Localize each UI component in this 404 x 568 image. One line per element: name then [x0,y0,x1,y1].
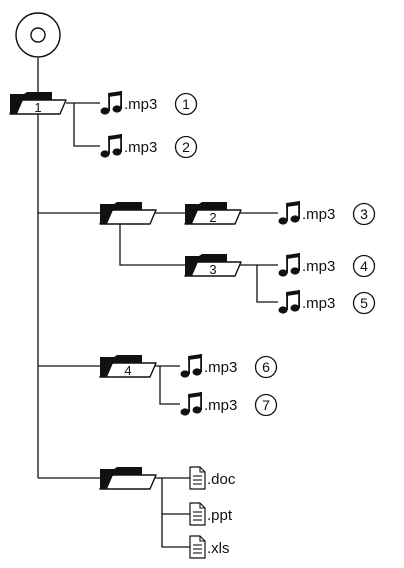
track-number-circle [352,291,376,315]
track-number-circle [254,355,278,379]
folder-number: 2 [209,210,216,225]
track-item: .mp3 2 [100,134,198,159]
track-extension: .mp3 [124,139,157,156]
folder-icon: 4 [99,355,157,378]
track-item: .mp3 5 [278,290,376,315]
document-icon [189,466,206,490]
tree-connectors [37,58,278,548]
document-extension: .xls [207,540,230,557]
documents: .doc .ppt .xls [189,466,236,559]
track-number-circle [174,92,198,116]
track-item: .mp3 3 [278,201,376,226]
music-note-icon [180,392,202,416]
folders: 1 2 3 4 [9,92,242,490]
folder-icon [99,467,157,490]
track-number: 5 [360,295,368,311]
document-extension: .ppt [207,507,233,524]
folder-icon [99,202,157,225]
track-number: 4 [360,258,368,274]
document-extension: .doc [207,471,236,488]
document-icon [189,535,206,559]
folder-icon: 1 [9,92,67,115]
folder-icon: 2 [184,202,242,225]
track-item: .mp3 4 [278,253,376,278]
track-number: 2 [182,139,190,155]
music-note-icon [100,134,122,158]
track-item: .mp3 6 [180,354,278,379]
track-extension: .mp3 [302,295,335,312]
tracks: .mp3 1 .mp3 2 .mp3 3 .mp3 4 .mp3 5 .mp3 6 .mp3 7 [100,91,376,417]
folder-icon: 3 [184,254,242,277]
track-number-circle [352,202,376,226]
document-icon [189,502,206,526]
music-note-icon [278,253,300,277]
track-extension: .mp3 [204,359,237,376]
music-note-icon [180,354,202,378]
track-extension: .mp3 [302,206,335,223]
document-item: .doc [189,466,236,490]
folder-number: 4 [124,363,131,378]
track-extension: .mp3 [302,258,335,275]
disc-icon [15,12,61,58]
track-number-circle [352,254,376,278]
track-extension: .mp3 [124,96,157,113]
music-note-icon [278,201,300,225]
track-number-circle [174,135,198,159]
track-number: 1 [182,96,190,112]
music-note-icon [100,91,122,115]
music-note-icon [278,290,300,314]
track-item: .mp3 7 [180,392,278,417]
document-item: .ppt [189,502,233,526]
track-number: 6 [262,359,270,375]
track-number: 7 [262,397,270,413]
folder-number: 3 [209,262,216,277]
track-item: .mp3 1 [100,91,198,116]
folder-number: 1 [34,100,41,115]
track-number: 3 [360,206,368,222]
document-item: .xls [189,535,230,559]
track-extension: .mp3 [204,397,237,414]
track-number-circle [254,393,278,417]
